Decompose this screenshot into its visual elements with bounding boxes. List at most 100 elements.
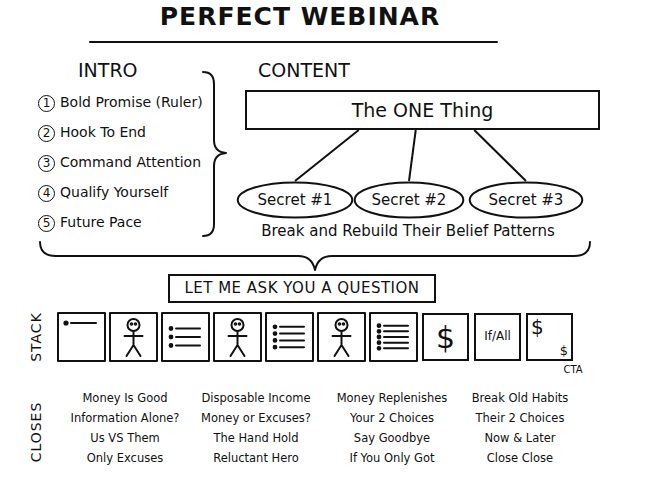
bullet-dot <box>378 324 381 327</box>
close-name: Say Goodbye <box>354 432 430 445</box>
bullet-line <box>176 328 200 330</box>
connector-line <box>474 130 526 181</box>
label: Future Pace <box>60 214 142 230</box>
stack-box <box>370 313 417 361</box>
ellipse-shape <box>355 182 464 217</box>
close-name: Information Alone? <box>71 412 180 425</box>
bullet-line <box>384 336 408 338</box>
node-text: Secret #3 <box>489 192 564 209</box>
close-name: Money or Excuses? <box>201 412 311 425</box>
close-name: Break Old Habits <box>472 392 569 405</box>
ellipse-shape <box>238 182 352 217</box>
title-underline <box>90 41 497 43</box>
ellipse-shape <box>470 182 583 217</box>
bullet-line <box>176 345 200 347</box>
label: CONTENT <box>258 60 350 82</box>
bullet-dot <box>64 321 67 324</box>
bullet-line <box>280 346 304 348</box>
callout-number: 2 <box>38 125 55 142</box>
figure-eye <box>239 323 241 325</box>
stack-box <box>110 313 157 361</box>
stick-figure <box>333 331 351 356</box>
label: Qualify Yourself <box>60 184 168 200</box>
bullet-dot <box>274 332 277 335</box>
stick-figure <box>125 331 143 356</box>
figure-head <box>232 319 244 331</box>
close-name: Their 2 Choices <box>476 412 565 425</box>
bullet-dot <box>378 347 381 350</box>
label: CLOSES <box>28 402 44 463</box>
main-box: The ONE Thing <box>245 90 600 130</box>
figure-eye <box>339 323 341 325</box>
intro-brace <box>203 72 226 236</box>
title: PERFECT WEBINAR <box>160 3 440 32</box>
bullet-line <box>280 326 304 328</box>
stick-figure <box>229 331 247 356</box>
bullet-dot <box>274 325 277 328</box>
stack-box <box>162 313 209 361</box>
close-name: Disposable Income <box>202 392 311 405</box>
callout-number: 1 <box>38 95 55 112</box>
label: Command Attention <box>60 154 201 170</box>
bullet-dot <box>170 344 173 347</box>
label: STACK <box>28 312 44 362</box>
figure-head <box>128 319 140 331</box>
bullet-line <box>176 336 200 338</box>
figure-eye <box>235 323 237 325</box>
bullet-line <box>71 322 96 324</box>
label: CTA <box>563 364 582 376</box>
bullet-line <box>384 325 408 327</box>
secret-ellipse: Secret #1 <box>236 181 354 219</box>
connector-line <box>409 130 416 181</box>
callout-number: 3 <box>38 155 55 172</box>
bullet-line <box>384 342 408 344</box>
bullet-dot <box>170 327 173 330</box>
close-name: Money Is Good <box>82 392 167 405</box>
connector-line <box>295 130 359 181</box>
node-text: $ <box>531 316 544 338</box>
label: INTRO <box>78 60 138 82</box>
label: Hook To End <box>60 124 146 140</box>
close-name: The Hand Hold <box>213 432 298 445</box>
stack-box: $$ <box>526 313 573 361</box>
node-text: If/All <box>484 330 511 343</box>
figure-eye <box>131 323 133 325</box>
stack-box <box>214 313 261 361</box>
bullet-dot <box>274 339 277 342</box>
stack-box: If/All <box>474 313 521 361</box>
figure-head <box>336 319 348 331</box>
node-text: LET ME ASK YOU A QUESTION <box>184 280 419 297</box>
close-name: If You Only Got <box>349 452 434 465</box>
close-name: Your 2 Choices <box>350 412 434 425</box>
stack-box: $ <box>422 313 469 361</box>
callout-number: 5 <box>38 215 55 232</box>
stack-box <box>58 313 105 361</box>
stack-box <box>318 313 365 361</box>
question-box: LET ME ASK YOU A QUESTION <box>168 274 436 303</box>
close-name: Now & Later <box>484 432 555 445</box>
bullet-line <box>384 330 408 332</box>
figure-eye <box>135 323 137 325</box>
node-text: Secret #1 <box>258 192 333 209</box>
close-name: Reluctant Hero <box>213 452 299 465</box>
stack-icons <box>58 313 417 361</box>
secret-ellipse: Secret #2 <box>353 181 465 219</box>
node-text: Secret #2 <box>372 192 447 209</box>
section-brace <box>40 242 590 270</box>
close-name: Us VS Them <box>90 432 159 445</box>
stack-box <box>266 313 313 361</box>
bullet-line <box>280 333 304 335</box>
close-name: Money Replenishes <box>337 392 448 405</box>
close-name: Close Close <box>487 452 553 465</box>
bullet-dot <box>378 341 381 344</box>
node-text: $ <box>560 344 568 358</box>
bullet-line <box>280 339 304 341</box>
node-text: The ONE Thing <box>352 100 494 121</box>
label: Bold Promise (Ruler) <box>60 94 203 110</box>
figure-eye <box>343 323 345 325</box>
close-name: Only Excuses <box>87 452 164 465</box>
secret-ellipse: Secret #3 <box>468 181 584 219</box>
label: Break and Rebuild Their Belief Patterns <box>261 223 555 240</box>
callout-number: 4 <box>38 185 55 202</box>
bullet-dot <box>170 336 173 339</box>
